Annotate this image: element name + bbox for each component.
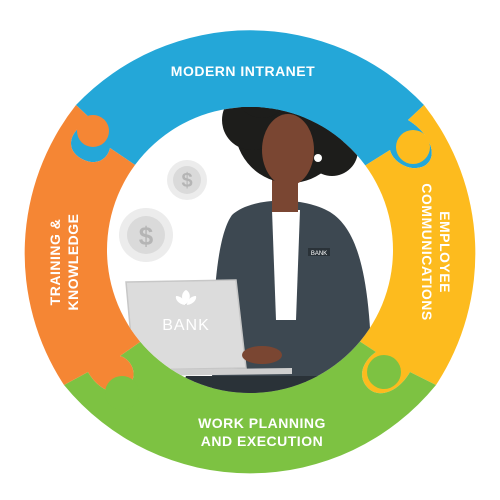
label-training-line1: TRAINING &: [47, 219, 63, 306]
label-training-line2: KNOWLEDGE: [65, 213, 81, 310]
svg-text:$: $: [139, 221, 154, 251]
puzzle-knob-top-right: [396, 130, 430, 164]
puzzle-knob-bottom-left: [105, 376, 139, 410]
segment-employee-communications: [350, 105, 476, 394]
segment-training-knowledge: [24, 105, 151, 392]
puzzle-knob-bottom-right: [367, 355, 401, 389]
bank-leaf-icon: [175, 290, 197, 305]
segment-labels: MODERN INTRANET EMPLOYEE COMMUNICATIONS …: [47, 63, 453, 449]
label-employee-line2: COMMUNICATIONS: [419, 183, 435, 320]
woman-face: [262, 114, 314, 186]
label-employee-line1: EMPLOYEE: [437, 211, 453, 293]
svg-text:$: $: [181, 170, 192, 192]
laptop-logo-text: BANK: [162, 317, 210, 334]
dollar-coin-icon: $: [119, 208, 173, 262]
woman-hand: [242, 346, 282, 364]
dollar-coin-icon: $: [167, 160, 207, 200]
name-badge: [308, 248, 330, 256]
segment-work-planning: [64, 335, 436, 474]
badge-text: BANK: [311, 251, 327, 257]
label-modern-intranet: MODERN INTRANET: [171, 63, 315, 79]
woman-earring: [314, 154, 322, 162]
label-work-planning-line1: WORK PLANNING: [198, 415, 326, 431]
puzzle-knob-top-left: [77, 115, 109, 147]
label-work-planning-line2: AND EXECUTION: [201, 433, 323, 449]
woman-shirt: [272, 210, 300, 320]
